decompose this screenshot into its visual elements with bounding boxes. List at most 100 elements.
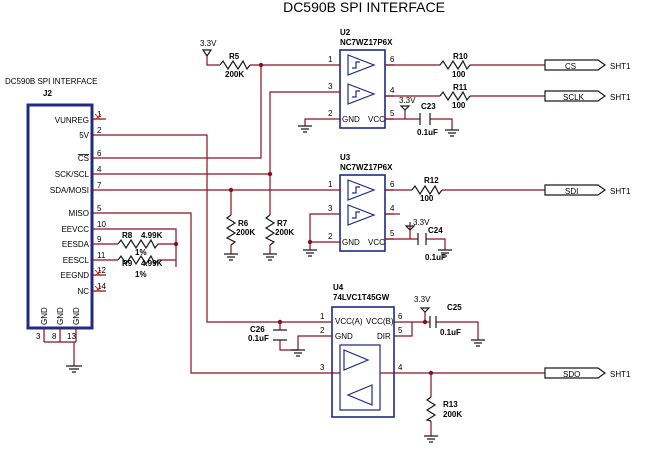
resistor-r9[interactable]: R9 4.99K 1% xyxy=(117,254,163,279)
svg-text:4: 4 xyxy=(398,363,403,372)
resistor-r13[interactable]: R13 200K xyxy=(425,396,462,422)
junction-dots xyxy=(173,62,434,376)
offsheet-sdi[interactable]: SDI SHT1 xyxy=(544,184,631,196)
svg-text:1: 1 xyxy=(320,312,325,321)
j2-connector-body xyxy=(26,103,94,330)
wire-u4-dir xyxy=(394,322,413,337)
wire-u4-sdo xyxy=(394,372,545,436)
svg-text:1: 1 xyxy=(328,55,333,64)
svg-text:SHT1: SHT1 xyxy=(610,370,631,379)
gnd-symbols-u2 xyxy=(298,125,459,137)
j2-num-14: 14 xyxy=(97,282,106,291)
j2-num-4: 4 xyxy=(97,165,102,174)
svg-text:R11: R11 xyxy=(453,83,468,92)
j2-pin-cs: CS xyxy=(78,154,89,163)
svg-text:5: 5 xyxy=(398,326,403,335)
svg-text:SDI: SDI xyxy=(565,187,578,196)
v33-arrow-u4 xyxy=(419,307,431,313)
gnd-symbol-c25 xyxy=(471,339,485,347)
wire-5v-to-u4-vcca xyxy=(106,134,330,323)
resistor-r11[interactable]: R11 100 xyxy=(439,83,471,110)
svg-text:100: 100 xyxy=(420,194,434,203)
capacitor-c23[interactable]: C23 0.1uF xyxy=(417,102,438,137)
svg-text:2: 2 xyxy=(320,326,325,335)
capacitor-c25[interactable]: C25 0.1uF xyxy=(429,303,462,337)
svg-text:R7: R7 xyxy=(277,219,288,228)
v33-label-u4: 3.3V xyxy=(414,295,431,304)
svg-text:SDO: SDO xyxy=(563,370,580,379)
j2-gnd-num-3: 3 xyxy=(36,332,41,341)
svg-text:GND: GND xyxy=(342,238,360,247)
resistor-r8[interactable]: R8 4.99K 1% xyxy=(117,231,163,257)
chip-u2[interactable]: U2 NC7WZ17P6X GND VCC 1 3 2 6 4 5 xyxy=(328,28,395,129)
gnd-symbols-r6-r7 xyxy=(224,253,277,261)
svg-text:VCC(B): VCC(B) xyxy=(366,317,394,326)
offsheet-sclk[interactable]: SCLK SHT1 xyxy=(544,90,631,102)
svg-text:5: 5 xyxy=(390,109,395,118)
j2-pin-eegnd: EEGND xyxy=(61,271,90,280)
chip-u4[interactable]: U4 74LVC1T45GW VCC(A) GND VCC(B) DIR 1 2… xyxy=(320,283,403,418)
svg-text:100: 100 xyxy=(452,101,466,110)
j2-nc-marks xyxy=(94,113,102,293)
svg-text:5: 5 xyxy=(390,229,395,238)
j2-pin-eevcc: EEVCC xyxy=(61,225,89,234)
capacitor-c24[interactable]: C24 0.1uF xyxy=(417,226,446,262)
capacitor-c26[interactable]: C26 0.1uF xyxy=(248,325,287,343)
wire-cs-to-u2 xyxy=(106,64,330,159)
svg-text:2: 2 xyxy=(328,109,333,118)
svg-text:6: 6 xyxy=(398,312,403,321)
svg-text:C24: C24 xyxy=(428,226,443,235)
chip-u3[interactable]: U3 NC7WZ17P6X GND VCC 1 3 2 6 4 5 xyxy=(328,153,395,252)
svg-text:U3: U3 xyxy=(340,153,351,162)
svg-text:3: 3 xyxy=(328,204,333,213)
svg-text:1%: 1% xyxy=(135,270,147,279)
resistor-r12[interactable]: R12 100 xyxy=(411,176,443,203)
v33-arrow-r5 xyxy=(201,49,213,58)
sheet-title: DC590B SPI INTERFACE xyxy=(283,0,445,15)
j2-num-7: 7 xyxy=(97,181,102,190)
svg-text:3: 3 xyxy=(328,82,333,91)
svg-text:CS: CS xyxy=(565,62,576,71)
wire-sck-to-u2 xyxy=(106,91,330,175)
gnd-symbol-u4 xyxy=(291,349,305,357)
v33-label-r5: 3.3V xyxy=(200,39,217,48)
v33-label-u3: 3.3V xyxy=(413,218,430,227)
resistor-r7[interactable]: R7 200K xyxy=(264,214,294,246)
j2-pin-numbers: 1 2 6 4 7 5 10 9 11 12 14 xyxy=(97,110,106,291)
resistor-r5[interactable]: R5 200K xyxy=(219,52,251,79)
j2-num-9: 9 xyxy=(97,235,102,244)
wire-u2-gnd xyxy=(304,118,330,126)
svg-text:C25: C25 xyxy=(447,303,462,312)
j2-pin-nc: NC xyxy=(77,287,89,296)
svg-text:SHT1: SHT1 xyxy=(610,187,631,196)
j2-pin-5v: 5V xyxy=(79,131,89,140)
j2-gnd-num-13: 13 xyxy=(67,332,76,341)
j2-gnd-symbol xyxy=(66,365,82,373)
j2-pin-miso: MISO xyxy=(69,209,89,218)
svg-text:3: 3 xyxy=(320,363,325,372)
j2-gnd-label-13: GND xyxy=(72,307,81,325)
resistor-r6[interactable]: R6 200K xyxy=(225,214,255,246)
gnd-symbol-r13 xyxy=(424,435,438,443)
svg-text:0.1uF: 0.1uF xyxy=(425,253,446,262)
svg-text:6: 6 xyxy=(390,180,395,189)
svg-text:4.99K: 4.99K xyxy=(141,259,163,268)
j2-num-1: 1 xyxy=(97,110,102,119)
svg-text:U2: U2 xyxy=(340,28,351,37)
j2-pin-eesda: EESDA xyxy=(62,240,90,249)
svg-text:NC7WZ17P6X: NC7WZ17P6X xyxy=(340,38,393,47)
svg-text:200K: 200K xyxy=(225,70,244,79)
svg-text:SHT1: SHT1 xyxy=(610,93,631,102)
gnd-symbols-u3 xyxy=(303,249,452,257)
svg-text:VCC(A): VCC(A) xyxy=(335,317,363,326)
offsheet-sdo[interactable]: SDO SHT1 xyxy=(544,367,631,379)
svg-text:NC7WZ17P6X: NC7WZ17P6X xyxy=(340,163,393,172)
svg-text:R8: R8 xyxy=(122,231,133,240)
offsheet-cs[interactable]: CS SHT1 xyxy=(544,59,631,71)
svg-text:R6: R6 xyxy=(238,219,249,228)
svg-text:0.1uF: 0.1uF xyxy=(417,128,438,137)
j2-num-2: 2 xyxy=(97,126,102,135)
j2-pin-vunreg: VUNREG xyxy=(55,116,89,125)
resistor-r10[interactable]: R10 100 xyxy=(439,52,471,79)
wire-u3-vcc xyxy=(384,222,446,250)
